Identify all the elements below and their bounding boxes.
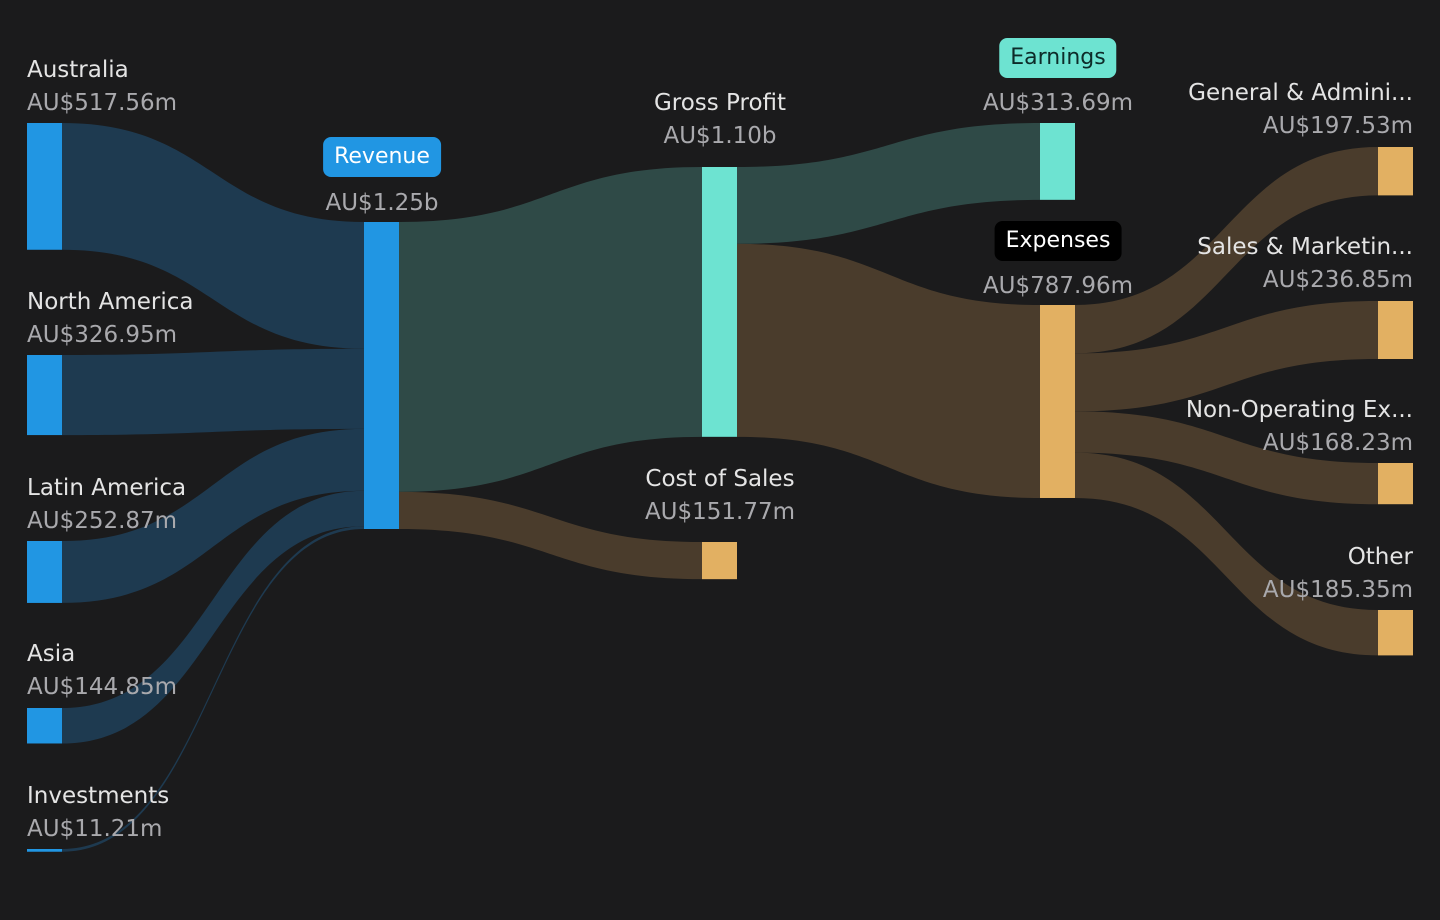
- link-expenses-to-sales_marketing: [1075, 301, 1378, 412]
- link-expenses-to-non_operating: [1075, 411, 1378, 505]
- node-value-north-america: AU$326.95m: [27, 322, 178, 348]
- node-label-asia: Asia: [27, 641, 76, 667]
- node-value-earnings: AU$313.69m: [982, 90, 1134, 116]
- node-bar-sales-marketing: [1378, 301, 1413, 360]
- node-value-general-admin: AU$197.53m: [1262, 113, 1413, 139]
- node-bar-australia: [27, 123, 62, 250]
- link-north_america-to-revenue: [62, 348, 364, 436]
- node-value-revenue: AU$1.25b: [325, 190, 439, 216]
- node-bar-cost-of-sales: [702, 542, 737, 580]
- link-latin_america-to-revenue: [62, 428, 364, 603]
- node-label-cost-of-sales: Cost of Sales: [645, 466, 795, 492]
- node-label-revenue: Revenue: [323, 137, 441, 177]
- node-bar-other: [1378, 610, 1413, 656]
- node-bar-asia: [27, 708, 62, 744]
- node-bar-latin-america: [27, 541, 62, 603]
- node-label-other: Other: [1347, 544, 1413, 570]
- link-revenue-to-gross_profit: [399, 167, 702, 492]
- node-label-australia: Australia: [27, 57, 129, 83]
- node-label-north-america: North America: [27, 289, 194, 315]
- link-australia-to-revenue: [62, 123, 364, 349]
- node-label-latin-america: Latin America: [27, 475, 187, 501]
- link-expenses-to-other: [1075, 452, 1378, 656]
- node-bar-earnings: [1040, 123, 1075, 200]
- node-value-other: AU$185.35m: [1262, 577, 1413, 603]
- node-bar-revenue: [364, 222, 399, 529]
- node-value-non-operating: AU$168.23m: [1262, 430, 1413, 456]
- sankey-nodes: [27, 123, 1413, 852]
- node-value-latin-america: AU$252.87m: [27, 508, 178, 534]
- node-value-investments: AU$11.21m: [27, 816, 163, 842]
- node-value-australia: AU$517.56m: [27, 90, 178, 116]
- node-bar-expenses: [1040, 305, 1075, 498]
- node-bar-general-admin: [1378, 147, 1413, 196]
- node-value-asia: AU$144.85m: [27, 674, 178, 700]
- link-revenue-to-cost_of_sales: [399, 491, 702, 580]
- link-gross_profit-to-earnings: [737, 123, 1040, 244]
- link-asia-to-revenue: [62, 490, 364, 744]
- node-bar-gross-profit: [702, 167, 737, 437]
- node-label-general-admin: General & Admini...: [1188, 80, 1413, 106]
- node-value-cost-of-sales: AU$151.77m: [644, 499, 796, 525]
- node-bar-non-operating: [1378, 463, 1413, 505]
- node-value-gross-profit: AU$1.10b: [663, 123, 777, 149]
- node-label-non-operating: Non-Operating Ex...: [1185, 397, 1413, 423]
- link-investments-to-revenue: [62, 526, 364, 852]
- node-label-earnings: Earnings: [999, 38, 1117, 78]
- node-label-investments: Investments: [27, 783, 170, 809]
- node-value-expenses: AU$787.96m: [982, 273, 1134, 299]
- node-label-sales-marketing: Sales & Marketin...: [1197, 234, 1413, 260]
- node-bar-north-america: [27, 355, 62, 436]
- node-value-sales-marketing: AU$236.85m: [1262, 267, 1413, 293]
- node-bar-investments: [27, 849, 62, 852]
- node-label-expenses: Expenses: [994, 221, 1122, 261]
- node-label-gross-profit: Gross Profit: [653, 90, 787, 116]
- link-gross_profit-to-expenses: [737, 243, 1040, 498]
- sankey-links: [62, 123, 1378, 852]
- link-expenses-to-general_admin: [1075, 147, 1378, 354]
